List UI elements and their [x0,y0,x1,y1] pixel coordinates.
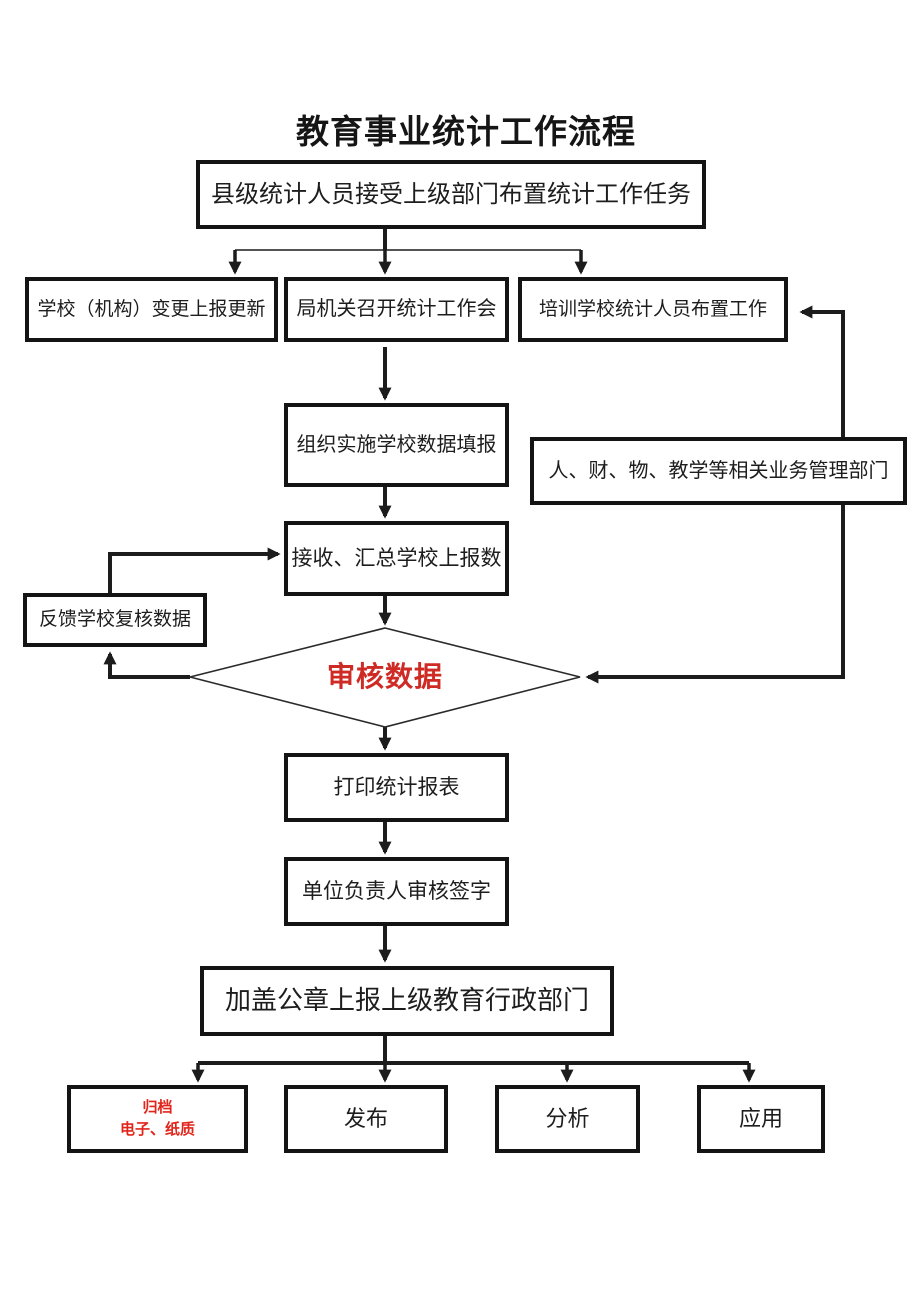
node-publish-label: 发布 [343,1106,388,1132]
node-receive-summarize-label: 接收、汇总学校上报数 [291,546,502,571]
node-seal-submit-box: 加盖公章上报上级教育行政部门 [200,966,614,1036]
node-receive-summarize-box: 接收、汇总学校上报数 [284,521,509,596]
node-feedback-review-box: 反馈学校复核数据 [23,593,207,647]
node-analyze-box: 分析 [495,1085,640,1153]
node-organize-fill-label: 组织实施学校数据填报 [296,433,497,456]
arrow-departments-to-audit [585,505,845,684]
audit-decision-diamond [189,627,581,728]
node-feedback-review-label: 反馈学校复核数据 [38,609,191,631]
node-training-label: 培训学校统计人员布置工作 [538,298,767,320]
arrow-audit-to-feedback [103,651,190,679]
arrow-departments-to-training [799,305,845,437]
node-bureau-meeting-label: 局机关召开统计工作会 [296,298,497,320]
node-leader-sign-label: 单位负责人审核签字 [302,879,491,904]
node-departments-label: 人、财、物、教学等相关业务管理部门 [548,459,889,482]
node-apply-box: 应用 [697,1085,825,1153]
node-audit-label: 审核数据 [326,662,443,693]
node-bureau-meeting-box: 局机关召开统计工作会 [284,277,509,342]
page-title: 教育事业统计工作流程 [296,115,636,151]
node-apply-label: 应用 [738,1106,783,1132]
node-print-report-label: 打印统计报表 [333,775,460,800]
node-publish-box: 发布 [284,1085,448,1153]
node-school-update-box: 学校（机构）变更上报更新 [25,277,278,342]
arrow-feedback-to-receive [108,547,281,593]
node-task-label: 县级统计人员接受上级部门布置统计工作任务 [211,181,691,208]
node-print-report-box: 打印统计报表 [284,753,509,822]
node-archive-box: 归档 电子、纸质 [67,1085,248,1153]
node-seal-submit-label: 加盖公章上报上级教育行政部门 [224,985,589,1015]
node-task-box: 县级统计人员接受上级部门布置统计工作任务 [196,160,706,229]
node-leader-sign-box: 单位负责人审核签字 [284,857,509,926]
node-organize-fill-box: 组织实施学校数据填报 [284,403,509,487]
node-training-box: 培训学校统计人员布置工作 [518,277,788,342]
node-archive-line1: 归档 [142,1098,173,1116]
node-archive-line2: 电子、纸质 [119,1121,195,1138]
node-analyze-label: 分析 [545,1106,590,1132]
node-school-update-label: 学校（机构）变更上报更新 [37,298,266,320]
node-departments-box: 人、财、物、教学等相关业务管理部门 [530,437,907,505]
node-archive-label: 归档 电子、纸质 [120,1097,195,1142]
